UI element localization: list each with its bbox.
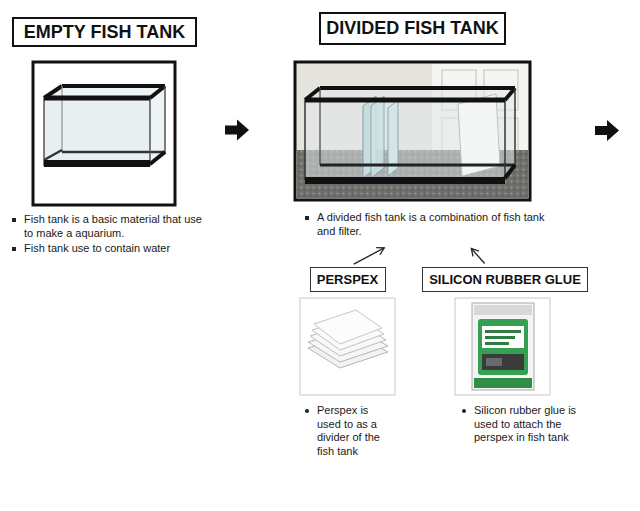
title-box: PERSPEX [310, 267, 386, 292]
bullet-list: Fish tank is a basic material that use t… [12, 213, 212, 258]
title-text: DIVIDED FISH TANK [326, 18, 499, 39]
bullet-mark [462, 409, 466, 413]
bullet-mark [12, 247, 16, 251]
bullet-mark [12, 218, 16, 222]
column-group: DIVIDED FISH TANK A divided fish tank is … [252, 10, 552, 247]
bullet-list: Perspex is used to as a divider of the f… [305, 404, 389, 460]
title-text: PERSPEX [317, 272, 378, 287]
divided-tank-photo [295, 62, 530, 200]
title-text: SILICON RUBBER GLUE [429, 272, 581, 287]
title-box: SILICON RUBBER GLUE [422, 267, 588, 292]
column-group: SILICON RUBBER GLUE Silicon rubber glue i… [420, 265, 592, 470]
empty-tank-picture [33, 62, 175, 205]
flow-arrow [595, 120, 619, 141]
bullet-text: Fish tank use to contain water [24, 242, 170, 254]
perspex-picture [300, 298, 395, 395]
bullet-text: Fish tank is a basic material that use t… [24, 213, 202, 239]
pointer-arrow [352, 244, 386, 267]
bullet-list: Silicon rubber glue is used to attach th… [462, 404, 580, 447]
bullet-text: Silicon rubber glue is used to attach th… [474, 404, 576, 443]
bullet-list: A divided fish tank is a combination of … [305, 211, 549, 240]
title-box: EMPTY FISH TANK [12, 17, 197, 47]
bullet-text: Perspex is used to as a divider of the f… [317, 404, 380, 457]
bullet-mark [305, 409, 309, 413]
bullet-item: A divided fish tank is a combination of … [305, 211, 549, 238]
column-group: PERSPEX Perspex is used to as a divider o… [300, 265, 400, 470]
pointer-arrow [468, 246, 487, 266]
title-box: DIVIDED FISH TANK [319, 12, 506, 45]
bullet-item: Silicon rubber glue is used to attach th… [462, 404, 580, 445]
flow-arrow [225, 120, 249, 141]
column-group: EMPTY FISH TANK Fish tank is a basic mate… [10, 14, 222, 262]
bullet-item: Fish tank is a basic material that use t… [12, 213, 212, 240]
bullet-text: A divided fish tank is a combination of … [317, 211, 544, 237]
glue-picture [455, 298, 550, 395]
bullet-mark [305, 216, 309, 220]
bullet-item: Fish tank use to contain water [12, 242, 212, 256]
title-text: EMPTY FISH TANK [24, 22, 185, 43]
bullet-item: Perspex is used to as a divider of the f… [305, 404, 389, 458]
